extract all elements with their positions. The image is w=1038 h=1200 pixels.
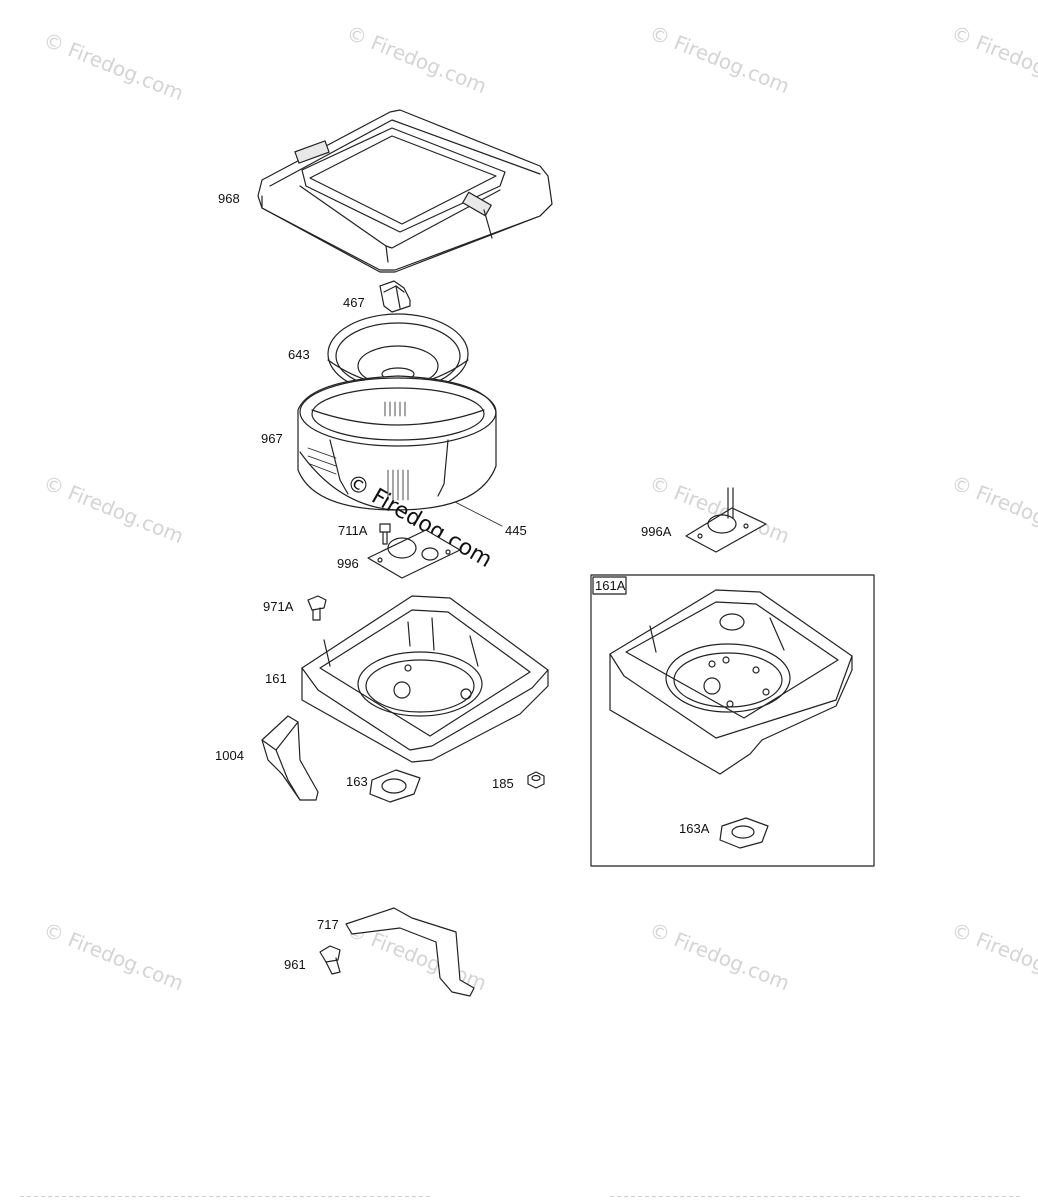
base-161a-box bbox=[590, 574, 875, 867]
screw-711a bbox=[379, 523, 391, 545]
air-filter-cartridge bbox=[297, 375, 503, 527]
part-labels: 968 467 643 967 445 711A 996 971A 161 10… bbox=[215, 191, 710, 972]
nut-185 bbox=[527, 771, 545, 789]
label-968: 968 bbox=[218, 191, 240, 206]
label-161: 161 bbox=[265, 671, 287, 686]
air-duct bbox=[261, 715, 319, 801]
label-161a: 161A bbox=[595, 578, 626, 593]
watermark: © Firedog.com bbox=[40, 470, 187, 548]
label-185: 185 bbox=[492, 776, 514, 791]
bracket-717 bbox=[345, 907, 475, 997]
watermark: © Firedog.com bbox=[343, 20, 490, 98]
cover-knob bbox=[379, 280, 411, 313]
watermark: © Firedog.com bbox=[948, 470, 1038, 548]
bottom-divider-left bbox=[20, 1196, 430, 1197]
watermark: © Firedog.com bbox=[40, 917, 187, 995]
label-1004: 1004 bbox=[215, 748, 244, 763]
bolt-971a bbox=[307, 595, 327, 621]
watermark: © Firedog.com bbox=[646, 20, 793, 98]
label-996a: 996A bbox=[641, 524, 672, 539]
label-967: 967 bbox=[261, 431, 283, 446]
breather-gasket bbox=[367, 529, 461, 579]
watermark: © Firedog.com bbox=[646, 917, 793, 995]
watermark: © Firedog.com bbox=[948, 917, 1038, 995]
label-163a: 163A bbox=[679, 821, 710, 836]
base-gasket bbox=[369, 769, 421, 803]
label-643: 643 bbox=[288, 347, 310, 362]
label-717: 717 bbox=[317, 917, 339, 932]
label-971a: 971A bbox=[263, 599, 294, 614]
watermark: © Firedog.com bbox=[40, 27, 187, 105]
breather-gasket-996a bbox=[685, 487, 767, 553]
watermark: © Firedog.com bbox=[948, 20, 1038, 98]
bottom-divider-right bbox=[610, 1196, 1020, 1197]
label-445: 445 bbox=[505, 523, 527, 538]
label-467: 467 bbox=[343, 295, 365, 310]
label-163: 163 bbox=[346, 774, 368, 789]
bolt-961 bbox=[319, 945, 341, 975]
label-961: 961 bbox=[284, 957, 306, 972]
label-711a: 711A bbox=[338, 523, 368, 538]
air-cleaner-base bbox=[301, 595, 549, 763]
label-996: 996 bbox=[337, 556, 359, 571]
air-cleaner-cover bbox=[257, 109, 553, 273]
filter-pleats bbox=[384, 401, 409, 501]
